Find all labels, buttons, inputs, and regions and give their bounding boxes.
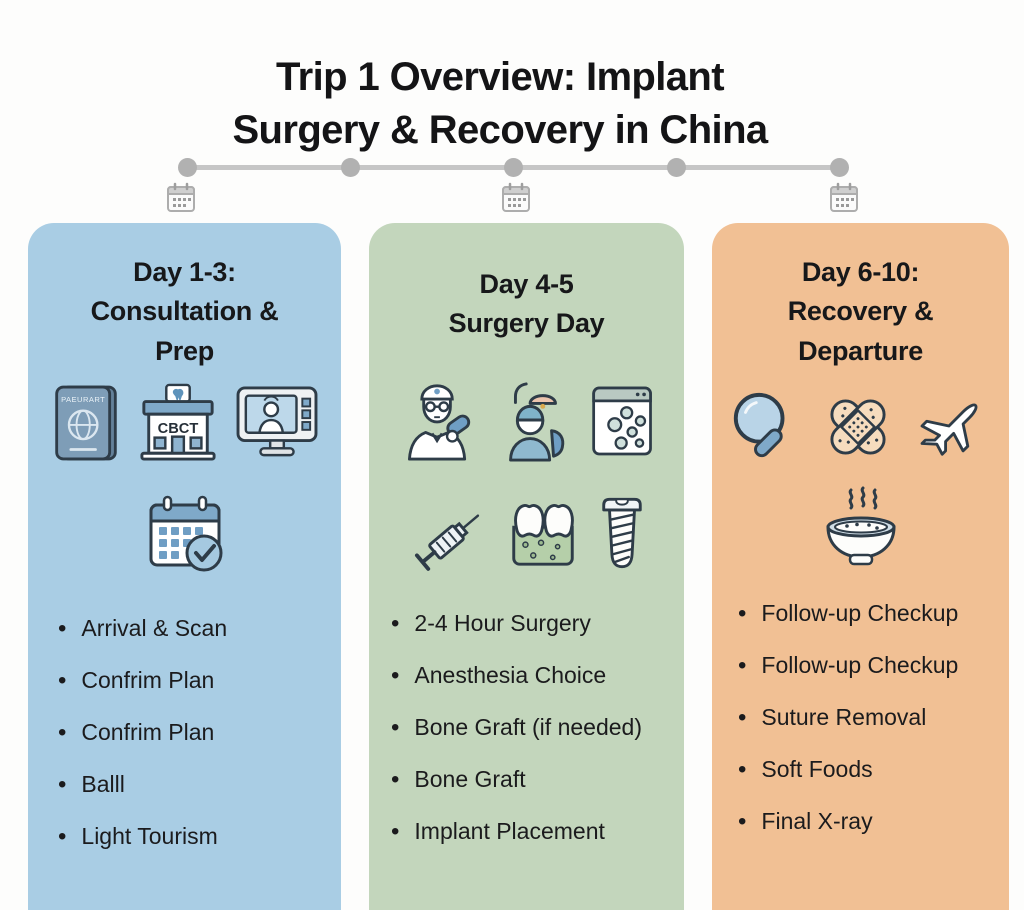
- timeline-dot: [667, 158, 686, 177]
- bullet-item: • Bone Graft: [391, 766, 642, 794]
- bullet-text: 2-4 Hour Surgery: [414, 610, 591, 636]
- bullet-dot: •: [738, 652, 747, 679]
- bullet-dot: •: [738, 808, 747, 835]
- column-header: Day 1-3: Consultation & Prep: [28, 223, 341, 371]
- video-consultation-icon: [235, 385, 319, 461]
- header-line: Consultation &: [90, 296, 279, 327]
- calendar-icon: [166, 182, 196, 214]
- bullet-item: • Arrival & Scan: [58, 615, 227, 643]
- patient-chair-icon: [493, 379, 575, 463]
- passport-icon: PAEURART: [51, 383, 121, 463]
- title-line-2: Surgery & Recovery in China: [232, 107, 768, 152]
- bullet-item: • Confrim Plan: [58, 667, 227, 695]
- header-line: Day 4-5: [479, 269, 574, 299]
- bullet-item: • Confrim Plan: [58, 719, 227, 747]
- magnifier-icon: [728, 389, 802, 465]
- bullet-text: Bone Graft: [414, 766, 526, 792]
- bullet-text: Implant Placement: [414, 818, 605, 844]
- title-line-1: Trip 1 Overview: Implant: [276, 54, 725, 99]
- bullet-dot: •: [391, 714, 400, 741]
- bullet-text: Arrival & Scan: [81, 615, 228, 641]
- bullet-item: • Suture Removal: [738, 704, 958, 732]
- bullet-item: • Light Tourism: [58, 823, 227, 851]
- bullet-dot: •: [391, 662, 400, 689]
- xray-panel-icon: [590, 383, 656, 459]
- bullet-item: • Final X-ray: [738, 808, 958, 836]
- header-line: Surgery Day: [448, 308, 605, 339]
- airplane-icon: [914, 387, 994, 467]
- timeline-dot: [504, 158, 523, 177]
- bone-graft-icon: [504, 494, 582, 572]
- dental-clinic-icon: CBCT: [136, 383, 220, 463]
- bullet-dot: •: [58, 667, 67, 694]
- bullet-text: Soft Foods: [761, 756, 873, 782]
- bullet-text: Confrim Plan: [81, 719, 215, 745]
- bullet-text: Final X-ray: [761, 808, 873, 834]
- bullet-item: • Follow-up Checkup: [738, 652, 958, 680]
- passport-text: PAEURART: [61, 395, 105, 404]
- bullet-text: Follow-up Checkup: [761, 652, 959, 678]
- header-line: Departure: [798, 335, 923, 366]
- bullet-list: • Follow-up Checkup • Follow-up Checkup • Sut…: [738, 600, 958, 860]
- bullet-dot: •: [58, 615, 67, 642]
- bullet-text: Follow-up Checkup: [761, 600, 959, 626]
- bullet-list: • Arrival & Scan • Confrim Plan • Confrim Pla…: [58, 615, 227, 875]
- header-line: Prep: [155, 335, 214, 366]
- column-day-1-3: Day 1-3: Consultation & Prep PAEURART: [28, 223, 341, 910]
- calendar-icon: [829, 182, 859, 214]
- column-day-4-5: Day 4-5 Surgery Day: [369, 223, 684, 910]
- page-title: Trip 1 Overview: Implant Surgery & Recov…: [0, 51, 1000, 157]
- bullet-item: • Anesthesia Choice: [391, 662, 642, 690]
- clinic-sign-text: CBCT: [157, 421, 198, 437]
- icon-row: [712, 485, 1009, 577]
- bullet-dot: •: [738, 600, 747, 627]
- bullet-dot: •: [391, 610, 400, 637]
- bullet-item: • Follow-up Checkup: [738, 600, 958, 628]
- soup-bowl-icon: [813, 485, 909, 577]
- bullet-dot: •: [738, 704, 747, 731]
- header-line: Day 1-3:: [133, 257, 236, 287]
- column-header: Day 4-5 Surgery Day: [369, 223, 684, 344]
- bullet-item: • Balll: [58, 771, 227, 799]
- timeline-dot: [178, 158, 197, 177]
- column-day-6-10: Day 6-10: Recovery & Departure: [712, 223, 1009, 910]
- bullet-item: • Implant Placement: [391, 818, 642, 846]
- icon-row: [369, 491, 684, 575]
- bullet-dot: •: [391, 766, 400, 793]
- header-line: Recovery &: [787, 296, 934, 327]
- bullet-item: • Bone Graft (if needed): [391, 714, 642, 742]
- bullet-dot: •: [58, 719, 67, 746]
- bullet-text: Bone Graft (if needed): [414, 714, 642, 740]
- bullet-list: • 2-4 Hour Surgery • Anesthesia Choice • Bone…: [391, 610, 642, 870]
- header-line: Day 6-10:: [801, 257, 920, 287]
- bullet-dot: •: [58, 771, 67, 798]
- column-header: Day 6-10: Recovery & Departure: [712, 223, 1009, 371]
- bandages-icon: [817, 386, 899, 468]
- bullet-text: Confrim Plan: [81, 667, 215, 693]
- icon-row: [712, 386, 1009, 468]
- bullet-dot: •: [738, 756, 747, 783]
- bullet-item: • Soft Foods: [738, 756, 958, 784]
- bullet-text: Light Tourism: [81, 823, 218, 849]
- bullet-text: Balll: [81, 771, 125, 797]
- syringe-icon: [407, 491, 489, 575]
- surgeon-icon: [398, 379, 478, 463]
- bullet-item: • 2-4 Hour Surgery: [391, 610, 642, 638]
- bullet-text: Anesthesia Choice: [414, 662, 607, 688]
- icon-row: [369, 379, 684, 463]
- timeline-dot: [830, 158, 849, 177]
- bullet-dot: •: [391, 818, 400, 845]
- timeline-dot: [341, 158, 360, 177]
- bullet-text: Suture Removal: [761, 704, 927, 730]
- icon-row: [28, 493, 341, 581]
- bullet-dot: •: [58, 823, 67, 850]
- calendar-icon: [501, 182, 531, 214]
- calendar-check-icon: [141, 493, 229, 581]
- icon-row: PAEURART CBCT: [28, 383, 341, 463]
- implant-screw-icon: [597, 493, 647, 573]
